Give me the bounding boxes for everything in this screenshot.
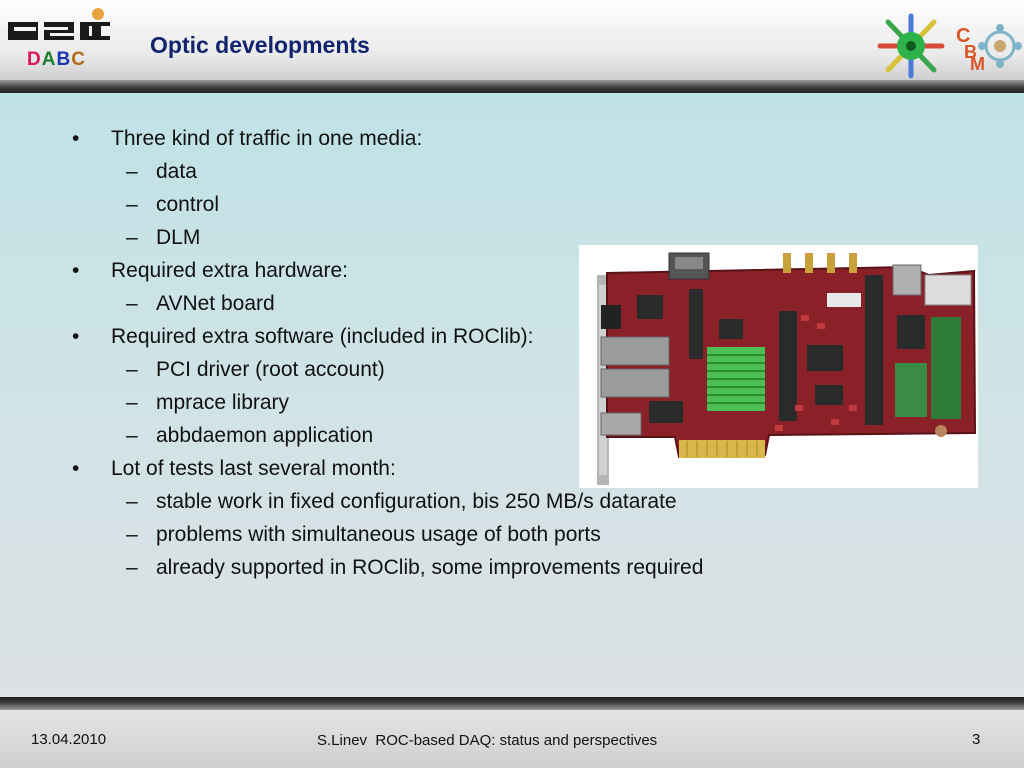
- svg-text:C: C: [956, 25, 970, 47]
- bullet-text: problems with simultaneous usage of both…: [156, 523, 601, 546]
- bullet-marker: –: [126, 490, 138, 513]
- bullet-marker: –: [126, 424, 138, 447]
- bullet-marker: •: [72, 325, 80, 348]
- sub-bullet-item: –data: [0, 159, 703, 192]
- bullet-text: stable work in fixed configuration, bis …: [156, 490, 677, 513]
- dabc-logo: DABC: [27, 49, 86, 71]
- bullet-marker: –: [126, 226, 138, 249]
- bullet-text: AVNet board: [156, 292, 275, 315]
- footer-page-number: 3: [972, 731, 981, 748]
- sub-bullet-item: –AVNet board: [0, 291, 703, 324]
- dabc-letter-a: A: [41, 49, 57, 70]
- bullet-list: •Three kind of traffic in one media:–dat…: [0, 126, 703, 588]
- bullet-item: • Three kind of traffic in one media:: [0, 126, 703, 159]
- bullet-text: abbdaemon application: [156, 424, 374, 447]
- bullet-text: control: [156, 193, 220, 216]
- slide-header: DABC Optic developments C B M: [0, 0, 1024, 80]
- sub-bullet-item: –stable work in fixed configuration, bis…: [0, 489, 703, 522]
- bullet-text: Lot of tests last several month:: [111, 457, 396, 480]
- bullet-text: DLM: [156, 226, 201, 249]
- bullet-marker: –: [126, 292, 138, 315]
- slide-title: Optic developments: [150, 32, 370, 58]
- sub-bullet-item: –already supported in ROClib, some impro…: [0, 555, 703, 588]
- svg-text:B: B: [964, 42, 977, 62]
- bullet-text: mprace library: [156, 391, 290, 414]
- footer-presentation-title: S.Linev ROC-based DAQ: status and perspe…: [317, 732, 658, 749]
- bullet-marker: –: [126, 358, 138, 381]
- bullet-marker: •: [72, 127, 80, 150]
- bullet-marker: –: [126, 556, 138, 579]
- sub-bullet-item: –PCI driver (root account): [0, 357, 703, 390]
- footer-divider: [0, 697, 1024, 710]
- bullet-item: • Lot of tests last several month:: [0, 456, 703, 489]
- dabc-letter-b: B: [56, 49, 72, 70]
- bullet-marker: –: [126, 523, 138, 546]
- fpga-board-image: [579, 245, 978, 488]
- cbm-logo-icon: C B M: [877, 13, 1022, 79]
- footer-date: 13.04.2010: [31, 731, 107, 748]
- bullet-text: already supported in ROClib, some improv…: [156, 556, 704, 579]
- bullet-item: • Required extra software (included in RO…: [0, 324, 703, 357]
- bullet-marker: –: [126, 391, 138, 414]
- slide-content: •Three kind of traffic in one media:–dat…: [0, 93, 1024, 697]
- sub-bullet-item: –DLM: [0, 225, 703, 258]
- bullet-text: Required extra software (included in ROC…: [111, 325, 534, 348]
- header-divider: [0, 80, 1024, 93]
- bullet-text: PCI driver (root account): [156, 358, 385, 381]
- sub-bullet-item: –mprace library: [0, 390, 703, 423]
- bullet-item: • Required extra hardware:: [0, 258, 703, 291]
- bullet-text: Three kind of traffic in one media:: [111, 127, 423, 150]
- sub-bullet-item: –abbdaemon application: [0, 423, 703, 456]
- dabc-letter-c: C: [71, 49, 86, 70]
- bullet-marker: –: [126, 193, 138, 216]
- sub-bullet-item: –control: [0, 192, 703, 225]
- bullet-text: Required extra hardware:: [111, 259, 348, 282]
- gsi-logo-icon: [8, 8, 110, 40]
- svg-text:M: M: [970, 54, 985, 74]
- bullet-marker: •: [72, 259, 80, 282]
- slide-footer: 13.04.2010 S.Linev ROC-based DAQ: status…: [0, 710, 1024, 768]
- sub-bullet-item: –problems with simultaneous usage of bot…: [0, 522, 703, 555]
- bullet-marker: •: [72, 457, 80, 480]
- bullet-text: data: [156, 160, 197, 183]
- dabc-letter-d: D: [27, 49, 42, 70]
- bullet-marker: –: [126, 160, 138, 183]
